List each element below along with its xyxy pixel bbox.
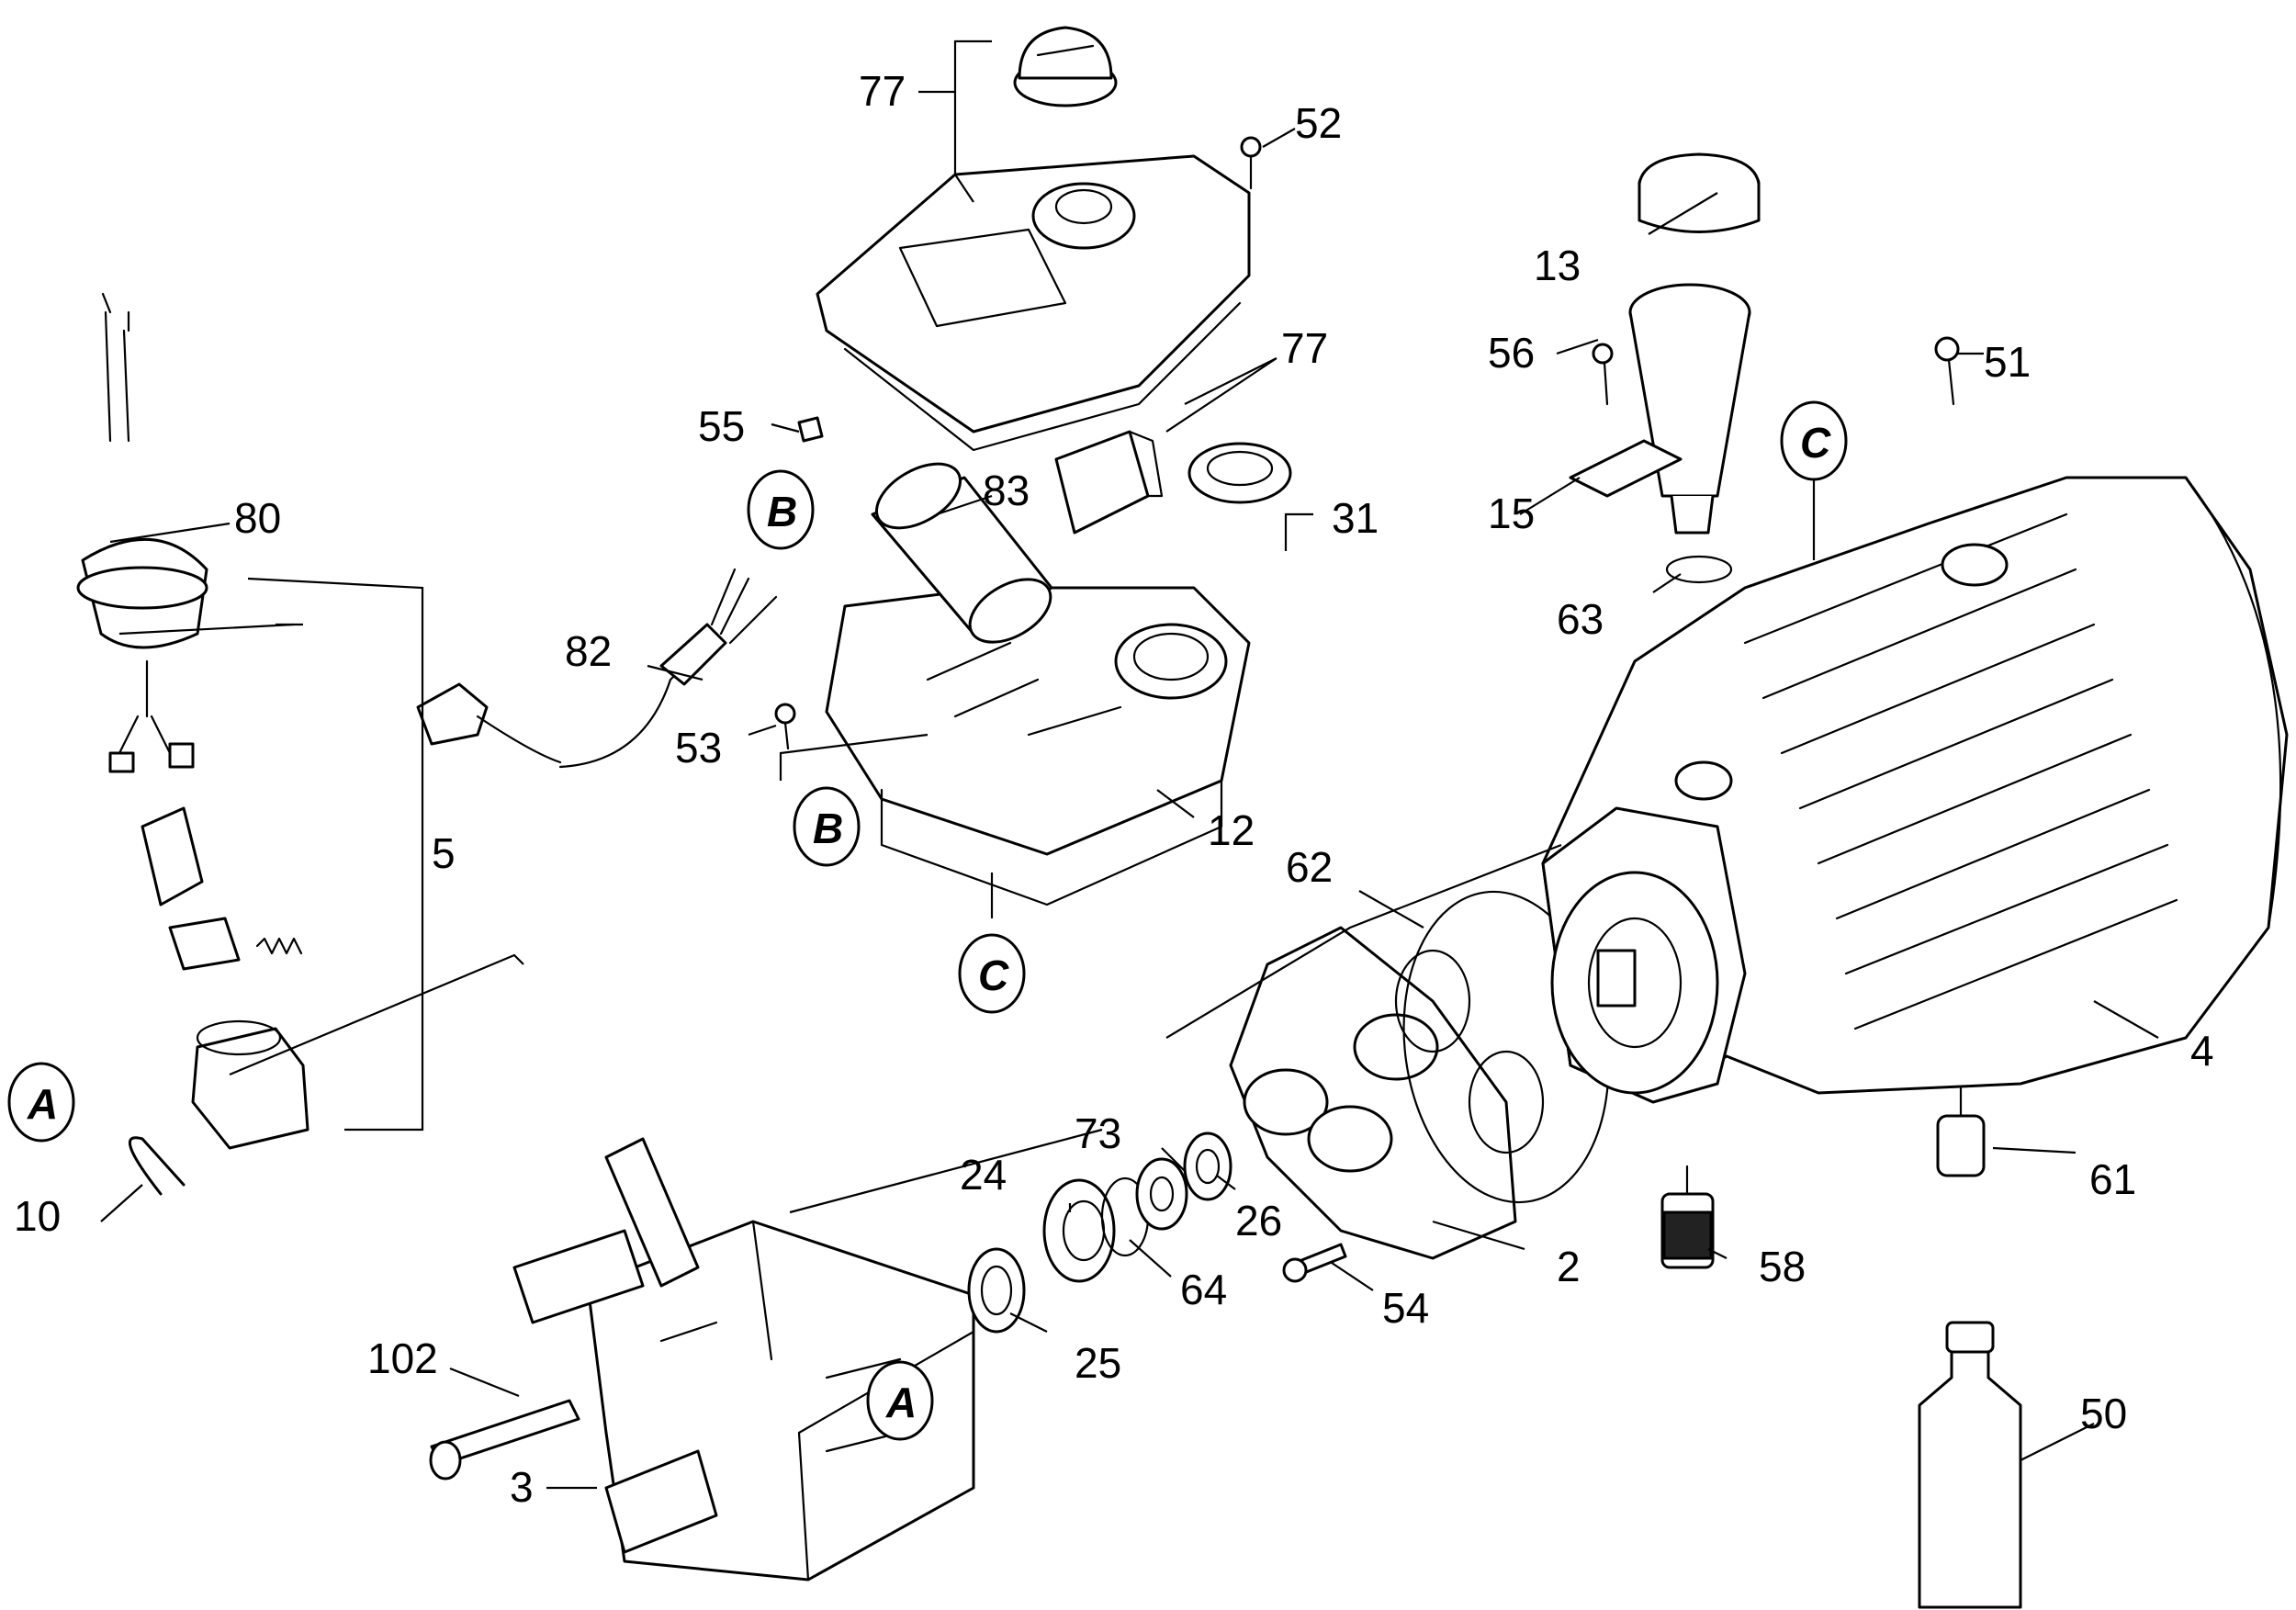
clip-10 (128, 1136, 186, 1196)
label-51: 51 (1984, 338, 2031, 386)
label-55: 55 (698, 402, 745, 450)
ref-badge-a-right: A (866, 1360, 934, 1441)
svg-text:C: C (1800, 419, 1831, 467)
label-3: 3 (510, 1463, 534, 1511)
screw-56 (1592, 343, 1614, 406)
screw-53 (774, 703, 796, 750)
spring (255, 937, 303, 955)
label-4: 4 (2190, 1027, 2214, 1075)
label-50: 50 (2080, 1390, 2127, 1437)
label-62: 62 (1286, 843, 1333, 891)
grommet-31 (1187, 442, 1292, 504)
oil-bottle (1918, 1321, 2022, 1609)
label-53: 53 (675, 724, 722, 771)
micro-switch (1054, 430, 1164, 535)
label-64: 64 (1180, 1266, 1227, 1313)
screw-52 (1240, 136, 1262, 190)
leader-lines (100, 39, 2159, 1490)
label-58: 58 (1759, 1243, 1806, 1290)
label-80: 80 (234, 494, 281, 542)
svg-text:B: B (813, 805, 843, 852)
label-73: 73 (1075, 1109, 1121, 1157)
label-12: 12 (1208, 806, 1255, 854)
screw-54 (1282, 1243, 1347, 1283)
label-24: 24 (960, 1151, 1007, 1199)
pressure-switch-assembly (76, 292, 208, 773)
ref-badge-b-bottom: B (793, 786, 861, 867)
ref-badge-c-bottom: C (958, 933, 1026, 1014)
bolt-102 (429, 1399, 580, 1481)
plunger (168, 917, 241, 971)
label-15: 15 (1488, 490, 1535, 537)
label-25: 25 (1075, 1339, 1121, 1387)
capacitor (871, 462, 1053, 644)
ref-badge-a-left: A (7, 1062, 75, 1143)
label-61: 61 (2089, 1155, 2136, 1203)
pump-head (512, 1137, 975, 1582)
ring-73 (1135, 1157, 1188, 1231)
label-102: 102 (367, 1334, 438, 1382)
label-83: 83 (983, 467, 1030, 514)
control-box-base (825, 586, 1251, 906)
label-13: 13 (1534, 242, 1581, 289)
small-clip-55 (797, 416, 824, 443)
cap-knob (1013, 26, 1118, 107)
screw-51 (1934, 336, 1960, 406)
control-box-cover (816, 154, 1251, 452)
svg-text:B: B (767, 488, 797, 535)
label-77-mid: 77 (1281, 324, 1328, 372)
switch-body (141, 806, 204, 906)
label-2: 2 (1557, 1243, 1581, 1290)
washer-26 (1183, 1132, 1232, 1201)
cylinder-housing (1229, 926, 1545, 1260)
bracket-15 (1569, 439, 1683, 498)
svg-text:A: A (27, 1080, 58, 1128)
part-labels: 77 52 13 56 51 77 55 80 83 31 15 82 63 5… (14, 67, 2214, 1511)
label-10: 10 (14, 1192, 61, 1240)
ref-badge-b-top: B (747, 469, 815, 550)
label-63: 63 (1557, 595, 1604, 643)
label-56: 56 (1488, 329, 1535, 377)
label-77-top: 77 (859, 67, 906, 115)
housing-fitting (191, 1019, 310, 1150)
motor (1541, 476, 2289, 1104)
label-52: 52 (1295, 99, 1342, 147)
label-5: 5 (432, 829, 456, 877)
label-54: 54 (1382, 1284, 1429, 1332)
foot-58 (1660, 1165, 1715, 1269)
oil-cap (1638, 152, 1761, 233)
label-82: 82 (565, 627, 612, 675)
svg-text:A: A (885, 1379, 917, 1426)
ref-badge-c-right: C (1780, 400, 1848, 481)
svg-text:C: C (978, 951, 1009, 999)
oring-63 (1665, 555, 1733, 584)
ring-25 (967, 1247, 1026, 1334)
power-cord (416, 568, 778, 769)
oil-reservoir (1628, 283, 1751, 535)
label-26: 26 (1235, 1197, 1282, 1244)
foot-61 (1936, 1086, 1986, 1177)
label-31: 31 (1332, 494, 1379, 542)
